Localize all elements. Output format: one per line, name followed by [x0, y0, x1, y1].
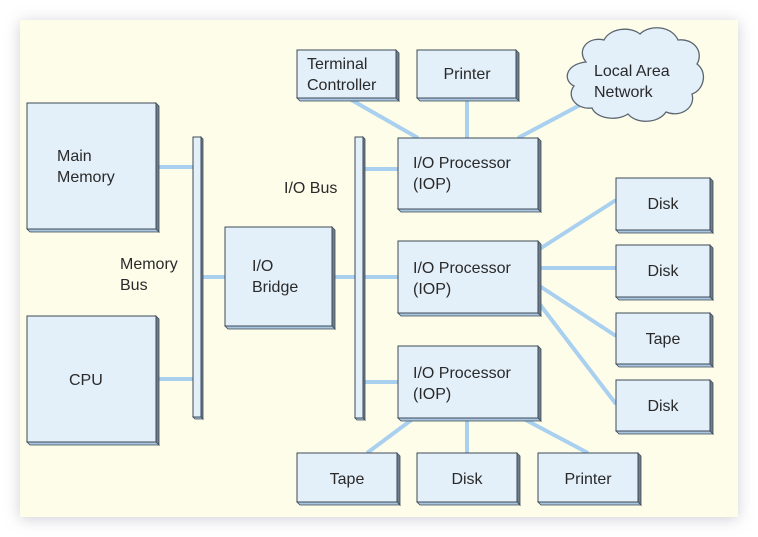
terminal-controller-box [296, 49, 400, 102]
memory-bus-label: Memory Bus [120, 256, 178, 294]
boxes [26, 49, 714, 506]
cpu-label: CPU [69, 372, 103, 389]
printer-top-box [416, 49, 520, 102]
connector-iop3-to-printer-bottom [521, 416, 589, 455]
terminal-controller-label: Terminal Controller [307, 56, 377, 94]
printer-top-label: Printer [443, 66, 491, 83]
io-bridge-label: I/O Bridge [252, 258, 299, 296]
iop1-box [397, 137, 542, 213]
disk-r2-label: Disk [647, 263, 679, 280]
printer-bottom-label: Printer [564, 471, 612, 488]
connector-iop3-to-tape-bottom [365, 416, 416, 455]
iop2-box-face [397, 240, 539, 314]
iop2-box [397, 240, 542, 317]
disk-r4-label: Disk [647, 398, 679, 415]
connectors [156, 96, 618, 455]
lan-cloud-shape [566, 27, 705, 122]
iop1-box-face [397, 137, 539, 210]
main-memory-label: Main Memory [57, 148, 115, 186]
disk-r2-box-face [615, 244, 711, 298]
lan-cloud [566, 27, 705, 122]
buses [192, 136, 366, 421]
tape-r3-label: Tape [645, 331, 681, 348]
disk-r4-box-face [615, 379, 711, 432]
disk-r1-label: Disk [647, 196, 679, 213]
io-bus-bar [354, 136, 366, 421]
io-bridge-box-face [224, 226, 333, 327]
io-bus-label: I/O Bus [284, 180, 338, 197]
tape-r3-box-face [615, 312, 711, 365]
tape-bottom-label: Tape [329, 471, 365, 488]
iop3-box-face [397, 345, 539, 419]
iop3-box [397, 345, 542, 422]
disk-r1-box-face [615, 177, 711, 231]
disk-r4-box [615, 379, 714, 435]
printer-top-box-face [416, 49, 517, 99]
disk-bottom-box [416, 452, 521, 506]
iop2-label: I/O Processor (IOP) [413, 260, 511, 298]
cpu-box [26, 315, 160, 446]
main-memory-box-face [26, 102, 157, 230]
disk-r1-box [615, 177, 714, 234]
main-memory-box [26, 102, 160, 233]
terminal-controller-box-face [296, 49, 397, 99]
tape-bottom-box-face [296, 452, 398, 503]
memory-bus-bar-face [192, 136, 202, 418]
io-bridge-box [224, 226, 336, 330]
printer-bottom-box [537, 452, 642, 506]
tape-bottom-box [296, 452, 401, 506]
connector-iop1-to-terminal-controller [347, 96, 419, 140]
memory-bus-bar [192, 136, 204, 420]
iop1-label: I/O Processor (IOP) [413, 155, 511, 193]
disk-bottom-box-face [416, 452, 518, 503]
disk-r2-box [615, 244, 714, 301]
connector-iop2-to-disk-r1 [536, 198, 618, 252]
lan-label: Local Area Network [594, 63, 670, 101]
connector-iop1-to-lan [517, 102, 583, 140]
disk-bottom-label: Disk [451, 471, 483, 488]
printer-bottom-box-face [537, 452, 639, 503]
tape-r3-box [615, 312, 714, 368]
connector-iop2-to-tape-r3 [536, 283, 618, 338]
io-bus-bar-face [354, 136, 364, 419]
cpu-box-face [26, 315, 157, 443]
iop3-label: I/O Processor (IOP) [413, 365, 511, 403]
connector-iop2-to-disk-r4 [536, 300, 618, 406]
